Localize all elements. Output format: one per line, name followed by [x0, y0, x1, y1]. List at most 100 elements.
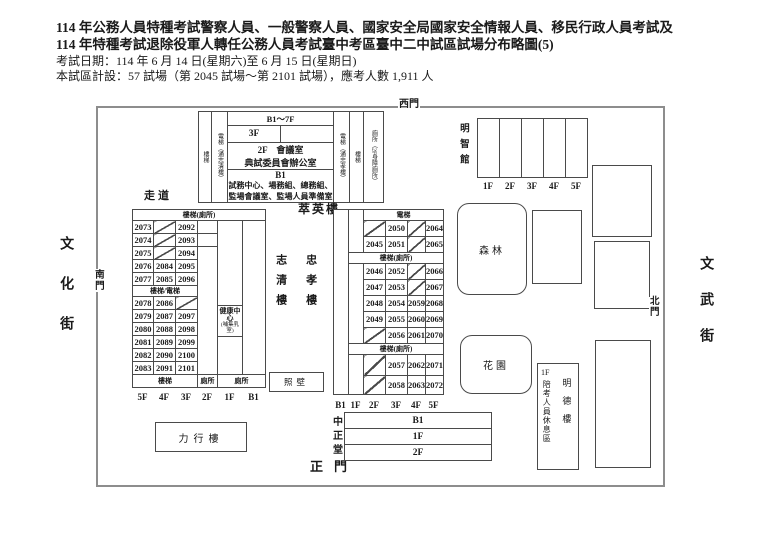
garden-area: 花園	[460, 335, 532, 394]
room-count-line: 本試區計設：57 試場（第 2045 試場～第 2101 試場），應考人數 1,…	[56, 69, 434, 83]
room-2078: 2078	[132, 296, 154, 310]
zhongxiao-stair-header-1: 樓梯(廁所)	[348, 252, 444, 264]
room-2074: 2074	[132, 233, 154, 247]
room-2094: 2094	[175, 246, 198, 260]
room-2058: 2058	[385, 375, 408, 395]
cuiying-toilet-right: 廁所（2F身障廁所）	[363, 112, 383, 202]
cuiying-row-2f: 2F 會議室 典試委員會辦公室	[228, 143, 333, 170]
toilet-right-label: 廁所（2F身障廁所）	[370, 129, 377, 185]
room-2049: 2049	[363, 311, 386, 328]
room-2089: 2089	[153, 335, 176, 349]
floor-label-5F: 5F	[571, 181, 581, 191]
room-2069: 2069	[425, 311, 444, 328]
room-2084: 2084	[153, 259, 176, 273]
room-2082: 2082	[132, 348, 154, 362]
building-cuiying: 樓梯 電梯（通志清樓） B1～7F 3F 2F 會議室 典試委員會辦公室 B1 …	[198, 111, 384, 203]
zhiqing-mid-header: 樓梯/電梯	[132, 285, 198, 297]
gate-main: 正門	[310, 459, 359, 474]
zhongzheng-floor-1F: 1F	[344, 428, 492, 445]
room-2052: 2052	[385, 263, 408, 280]
no-room-cell	[407, 236, 426, 253]
room-2079: 2079	[132, 309, 154, 323]
campus-map: 西門 南門 北門 正門 樓梯 電梯（通志清樓） B1～7F 3F 2F 會議室 …	[91, 99, 665, 487]
zhongxiao-elevator-header: 電梯	[363, 209, 444, 221]
room-2096: 2096	[175, 272, 198, 286]
cuiying-3f-empty-cell	[280, 126, 333, 142]
zhongxiao-b1-column	[333, 209, 349, 395]
floor-label-5F: 5F	[428, 400, 439, 410]
floor-label-2F: 2F	[505, 181, 515, 191]
unlabeled-block-east-2	[594, 241, 650, 309]
room-2098: 2098	[175, 322, 198, 336]
room-2061: 2061	[407, 327, 426, 344]
floor-label-4F: 4F	[159, 392, 169, 402]
gate-west: 西門	[398, 99, 420, 111]
garden-label: 花園	[483, 361, 509, 372]
no-room-cell	[407, 220, 426, 237]
room-2056: 2056	[385, 327, 408, 344]
room-2080: 2080	[132, 322, 154, 336]
room-2097: 2097	[175, 309, 198, 323]
zhiqing-2f-small-cell	[197, 220, 218, 234]
unlabeled-block-center	[532, 210, 582, 284]
room-2053: 2053	[385, 279, 408, 296]
street-label-east: 文武街	[698, 256, 714, 364]
mingzhi-column-4F	[543, 118, 566, 178]
cuiying-elevator-right: 電梯（通忠孝樓）	[333, 112, 349, 202]
room-2093: 2093	[175, 233, 198, 247]
elevator-right-label: 電梯（通忠孝樓）	[338, 133, 345, 181]
mingzhi-column-5F	[565, 118, 588, 178]
room-2101: 2101	[175, 361, 198, 375]
mingzhi-column-1F	[477, 118, 500, 178]
forest-area: 森林	[457, 203, 527, 295]
room-2047: 2047	[363, 279, 386, 296]
stair-left-label: 樓梯	[202, 151, 208, 163]
cuiying-2f-line2: 典試委員會辦公室	[244, 158, 317, 168]
zhiqing-2f-column	[197, 246, 218, 375]
room-2045: 2045	[363, 236, 386, 253]
cuiying-2f-line1: 2F 會議室	[257, 145, 304, 155]
room-2062: 2062	[407, 354, 426, 376]
zhiqing-footer-stair: 樓梯	[132, 374, 198, 388]
room-2087: 2087	[153, 309, 176, 323]
room-2064: 2064	[425, 220, 444, 237]
floor-label-1F: 1F	[224, 392, 235, 402]
room-2077: 2077	[132, 272, 154, 286]
corridor-label: 走道	[144, 190, 172, 202]
stair-right-label: 樓梯	[353, 151, 360, 163]
building-lixing: 力行樓	[155, 422, 247, 452]
room-2051: 2051	[385, 236, 408, 253]
mingzhi-column-2F	[499, 118, 522, 178]
room-2063: 2063	[407, 375, 426, 395]
room-2055: 2055	[385, 311, 408, 328]
floor-label-4F: 4F	[549, 181, 559, 191]
cuiying-row-3f: 3F	[228, 126, 333, 143]
room-2071: 2071	[425, 354, 444, 376]
building-mingde: 1F 陪考人員休息區 明德樓	[537, 363, 579, 470]
floor-label-1F: 1F	[350, 400, 361, 410]
exam-date-line: 考試日期：114 年 6 月 14 日(星期六)至 6 月 15 日(星期日)	[56, 54, 357, 68]
room-2059: 2059	[407, 295, 426, 312]
health-center-box: 健康中心(哺集乳室)	[218, 305, 242, 337]
zhongxiao-1f-cell	[348, 263, 364, 344]
zhiqing-b1-column	[242, 220, 266, 375]
cuiying-elevator-left: 電梯（通志清樓）	[212, 112, 228, 202]
cuiying-3f-label: 3F	[248, 129, 260, 139]
room-2095: 2095	[175, 259, 198, 273]
zhiqing-footer-toilet-2f: 廁所	[197, 374, 218, 388]
room-2085: 2085	[153, 272, 176, 286]
floor-label-1F: 1F	[483, 181, 493, 191]
room-2099: 2099	[175, 335, 198, 349]
mingzhi-column-3F	[521, 118, 544, 178]
room-2090: 2090	[153, 348, 176, 362]
floor-label-3F: 3F	[181, 392, 191, 402]
floor-label-5F: 5F	[137, 392, 148, 402]
health-center-label: 健康中心	[219, 307, 241, 322]
building-zhiqing-name: 志清樓	[274, 254, 287, 314]
zhongzheng-floor-2F: 2F	[344, 444, 492, 461]
room-2057: 2057	[385, 354, 408, 376]
